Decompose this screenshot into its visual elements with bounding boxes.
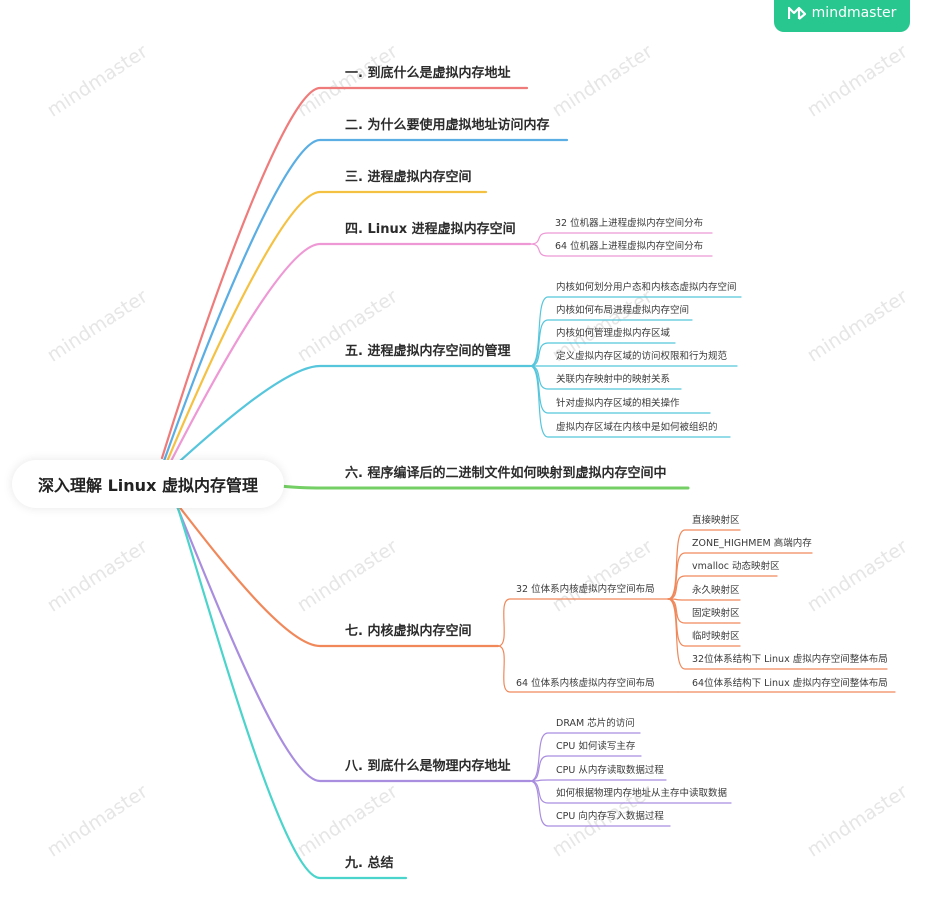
branch-8-child-1[interactable]: DRAM 芯片的访问 <box>556 718 635 729</box>
branch-7-32bit-item-4[interactable]: 永久映射区 <box>692 585 740 596</box>
branch-4-child-1[interactable]: 32 位机器上进程虚拟内存空间分布 <box>555 218 704 229</box>
branch-8-child-4[interactable]: 如何根据物理内存地址从主存中读取数据 <box>556 788 728 799</box>
branch-7-child-connector-2 <box>497 645 679 693</box>
branch-7-32bit-connector-7 <box>667 598 888 670</box>
branch-8-child-connector-5 <box>529 780 671 827</box>
branch-8-child-2[interactable]: CPU 如何读写主存 <box>556 741 636 752</box>
branch-5-child-connector-7 <box>529 365 731 438</box>
branch-5-child-1[interactable]: 内核如何划分用户态和内核态虚拟内存空间 <box>556 282 737 293</box>
branch-8-child-connector-3 <box>529 779 667 782</box>
mindmaster-logo-icon <box>787 6 806 20</box>
branch-2-label[interactable]: 二. 为什么要使用虚拟地址访问内存 <box>345 118 550 133</box>
branch-7-32bit-item-1[interactable]: 直接映射区 <box>692 515 740 526</box>
branch-8-label[interactable]: 八. 到底什么是物理内存地址 <box>345 759 511 774</box>
branch-5-child-connector-3 <box>529 342 676 367</box>
branch-5-child-7[interactable]: 虚拟内存区域在内核中是如何被组织的 <box>556 422 718 433</box>
branch-5-label[interactable]: 五. 进程虚拟内存空间的管理 <box>345 344 511 359</box>
branch-4-child-connector-1 <box>529 232 713 245</box>
branch-7-child-connector-1 <box>497 598 669 647</box>
branch-7-32bit-connector-3 <box>667 575 778 600</box>
branch-5-child-2[interactable]: 内核如何布局进程虚拟内存空间 <box>556 305 690 316</box>
root-topic[interactable]: 深入理解 Linux 虚拟内存管理 <box>12 460 284 508</box>
branch-3-label[interactable]: 三. 进程虚拟内存空间 <box>345 170 472 185</box>
branch-3-connector <box>164 190 488 466</box>
branch-9-connector <box>176 506 408 880</box>
branch-5-child-connector-2 <box>529 319 693 367</box>
branch-5-child-6[interactable]: 针对虚拟内存区域的相关操作 <box>556 398 680 409</box>
branch-7-child-64bit[interactable]: 64 位体系内核虚拟内存空间布局 <box>516 678 655 689</box>
branch-6-connector <box>278 484 690 490</box>
branch-8-child-3[interactable]: CPU 从内存读取数据过程 <box>556 765 664 776</box>
branch-2-connector <box>162 138 569 463</box>
branch-5-child-3[interactable]: 内核如何管理虚拟内存区域 <box>556 328 671 339</box>
branch-1-connector <box>160 86 529 460</box>
branch-7-connector <box>172 498 500 648</box>
branch-7-32bit-connector-4 <box>667 598 741 601</box>
branch-7-32bit-item-6[interactable]: 临时映射区 <box>692 631 740 642</box>
branch-4-label[interactable]: 四. Linux 进程虚拟内存空间 <box>345 222 516 237</box>
branch-7-32bit-connector-2 <box>667 552 813 600</box>
branch-4-child-2[interactable]: 64 位机器上进程虚拟内存空间分布 <box>555 241 704 252</box>
branch-9-label[interactable]: 九. 总结 <box>345 856 394 871</box>
branch-5-child-connector-1 <box>529 296 742 367</box>
branch-8-child-5[interactable]: CPU 向内存写入数据过程 <box>556 811 664 822</box>
branch-7-32bit-item-5[interactable]: 固定映射区 <box>692 608 740 619</box>
branch-7-child-32bit[interactable]: 32 位体系内核虚拟内存空间布局 <box>516 584 655 595</box>
branch-1-label[interactable]: 一. 到底什么是虚拟内存地址 <box>345 66 511 81</box>
branch-7-32bit-item-7[interactable]: 32位体系结构下 Linux 虚拟内存空间整体布局 <box>692 654 888 665</box>
branch-7-64bit-item-1[interactable]: 64位体系结构下 Linux 虚拟内存空间整体布局 <box>692 678 888 689</box>
branch-5-connector <box>168 364 532 472</box>
branch-7-32bit-connector-1 <box>667 529 741 600</box>
branch-4-connector <box>166 242 532 469</box>
branch-7-32bit-item-3[interactable]: vmalloc 动态映射区 <box>692 561 780 572</box>
branch-7-32bit-item-2[interactable]: ZONE_HIGHMEM 高端内存 <box>692 538 812 549</box>
branch-5-child-4[interactable]: 定义虚拟内存区域的访问权限和行为规范 <box>556 351 728 362</box>
branch-8-connector <box>174 502 532 783</box>
branch-7-label[interactable]: 七. 内核虚拟内存空间 <box>345 624 472 639</box>
branch-6-label[interactable]: 六. 程序编译后的二进制文件如何映射到虚拟内存空间中 <box>345 466 667 481</box>
brand-badge[interactable]: mindmaster <box>774 0 910 32</box>
branch-8-child-connector-2 <box>529 755 642 782</box>
branch-4-child-connector-2 <box>529 243 713 257</box>
branch-8-child-connector-1 <box>529 732 641 782</box>
branch-5-child-5[interactable]: 关联内存映射中的映射关系 <box>556 374 671 385</box>
brand-name: mindmaster <box>811 5 897 21</box>
root-topic-label: 深入理解 Linux 虚拟内存管理 <box>38 476 258 495</box>
